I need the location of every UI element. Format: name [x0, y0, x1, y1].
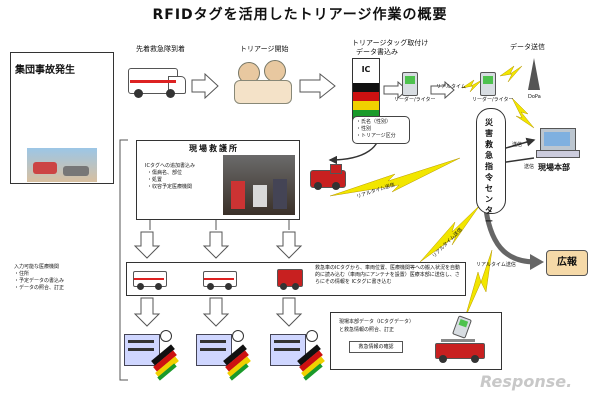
step-arrival: 先着救急隊到着 — [136, 45, 185, 53]
ambulance-icon-1 — [133, 267, 173, 291]
antenna-tower-icon — [528, 58, 540, 90]
flow-arrow — [191, 72, 219, 100]
realtime-send-label-c: リアルタイム送信 — [476, 262, 516, 268]
ambulance-icon-2 — [203, 267, 243, 291]
down-arrow — [275, 297, 303, 327]
reader-writer-device-2 — [480, 72, 496, 96]
step-tag-line1: トリアージタッグ取付け — [352, 39, 429, 47]
hq-computer-icon — [540, 128, 576, 152]
step-triage-start: トリアージ開始 — [240, 45, 289, 53]
triage-tag: IC — [352, 58, 380, 122]
vehicles-row: 救急車のICタグから、車両位置、医療機関等への搬入状況を自動的に読み込む（車両内… — [126, 262, 466, 296]
handheld-reader-icon — [452, 315, 472, 339]
tag-data-box: ・氏名（性別） ・性別 ・トリアージ区分 — [352, 116, 410, 144]
step-send: データ送信 — [510, 43, 545, 51]
tag-ic-label: IC — [361, 65, 371, 74]
dopa-label: DoPa — [528, 94, 541, 100]
hq-data-panel: 現場本部データ（ICタグデータ） と救急情報の照合、訂正 救急情報の確認 — [330, 312, 502, 370]
tag-band-red — [353, 92, 379, 101]
down-arrow — [133, 231, 161, 259]
confirm-info-button[interactable]: 救急情報の確認 — [349, 341, 403, 353]
reader-writer-label: リーダー/ライター — [394, 97, 436, 103]
command-center-box: 災害救急指令センター — [476, 108, 506, 226]
reader-writer-device — [402, 72, 418, 96]
field-station-title: 現場救護所 — [189, 144, 239, 153]
incident-panel: 集団事故発生 — [10, 52, 114, 184]
down-arrow — [202, 231, 230, 259]
flow-arrow — [430, 80, 455, 100]
center-send-label: 送信 — [512, 142, 523, 148]
rescue-vehicle-icon — [310, 162, 350, 190]
incident-label: 集団事故発生 — [15, 65, 75, 76]
field-station-photo — [223, 155, 295, 215]
field-station-panel: 現場救護所 ICタグへの追加書込み ・傷病名、部位 ・処置 ・収容予定医療機関 — [136, 140, 300, 220]
hq-label: 現場本部 — [538, 163, 570, 172]
down-arrow — [275, 231, 303, 259]
ambulance-icon — [128, 62, 186, 100]
hospital-icon-2 — [196, 328, 254, 381]
hospital-icon-1 — [124, 328, 182, 381]
fire-truck-icon — [435, 339, 489, 363]
ambulance-note: 救急車のICタグから、車両位置、医療機関等への搬入状況を自動的に読み込む（車両内… — [315, 265, 460, 285]
hq-keyboard-icon — [536, 150, 580, 158]
hospital-icon-3 — [270, 328, 328, 381]
signal-bolt — [499, 65, 523, 83]
pr-box: 広報 — [546, 250, 588, 276]
accident-scene-image — [27, 148, 97, 182]
tag-band-yellow — [353, 101, 379, 110]
triage-people-icon — [232, 56, 296, 106]
signal-bolt — [329, 157, 461, 197]
tag-band-black — [353, 83, 379, 92]
reader-writer-label-2: リーダー/ライター — [472, 97, 514, 103]
hq-data-line1: 現場本部データ（ICタグデータ） — [339, 319, 414, 325]
signal-bolt — [511, 97, 535, 129]
signal-bolt — [419, 204, 481, 263]
down-arrow — [202, 297, 230, 327]
realtime-label: リアルタイム — [436, 84, 466, 90]
step-tag-line2: データ書込み — [356, 48, 398, 56]
tag-band-green — [353, 110, 379, 120]
side-note: 入力可能な医療機関 ・住所 ・予定データの書込み ・データの照合、訂正 — [14, 264, 65, 291]
hq-send-label: 送信 — [524, 164, 535, 170]
down-arrow — [133, 297, 161, 327]
hq-data-line2: と救急情報の照合、訂正 — [339, 327, 395, 333]
command-center-label: 災害救急指令センター — [485, 118, 493, 226]
flow-arrow — [299, 72, 336, 100]
watermark: Response. — [480, 372, 573, 391]
diagram-title: RFIDタグを活用したトリアージ作業の概要 — [152, 7, 448, 23]
fire-truck-icon-small — [277, 267, 307, 291]
signal-bolt — [464, 249, 493, 319]
